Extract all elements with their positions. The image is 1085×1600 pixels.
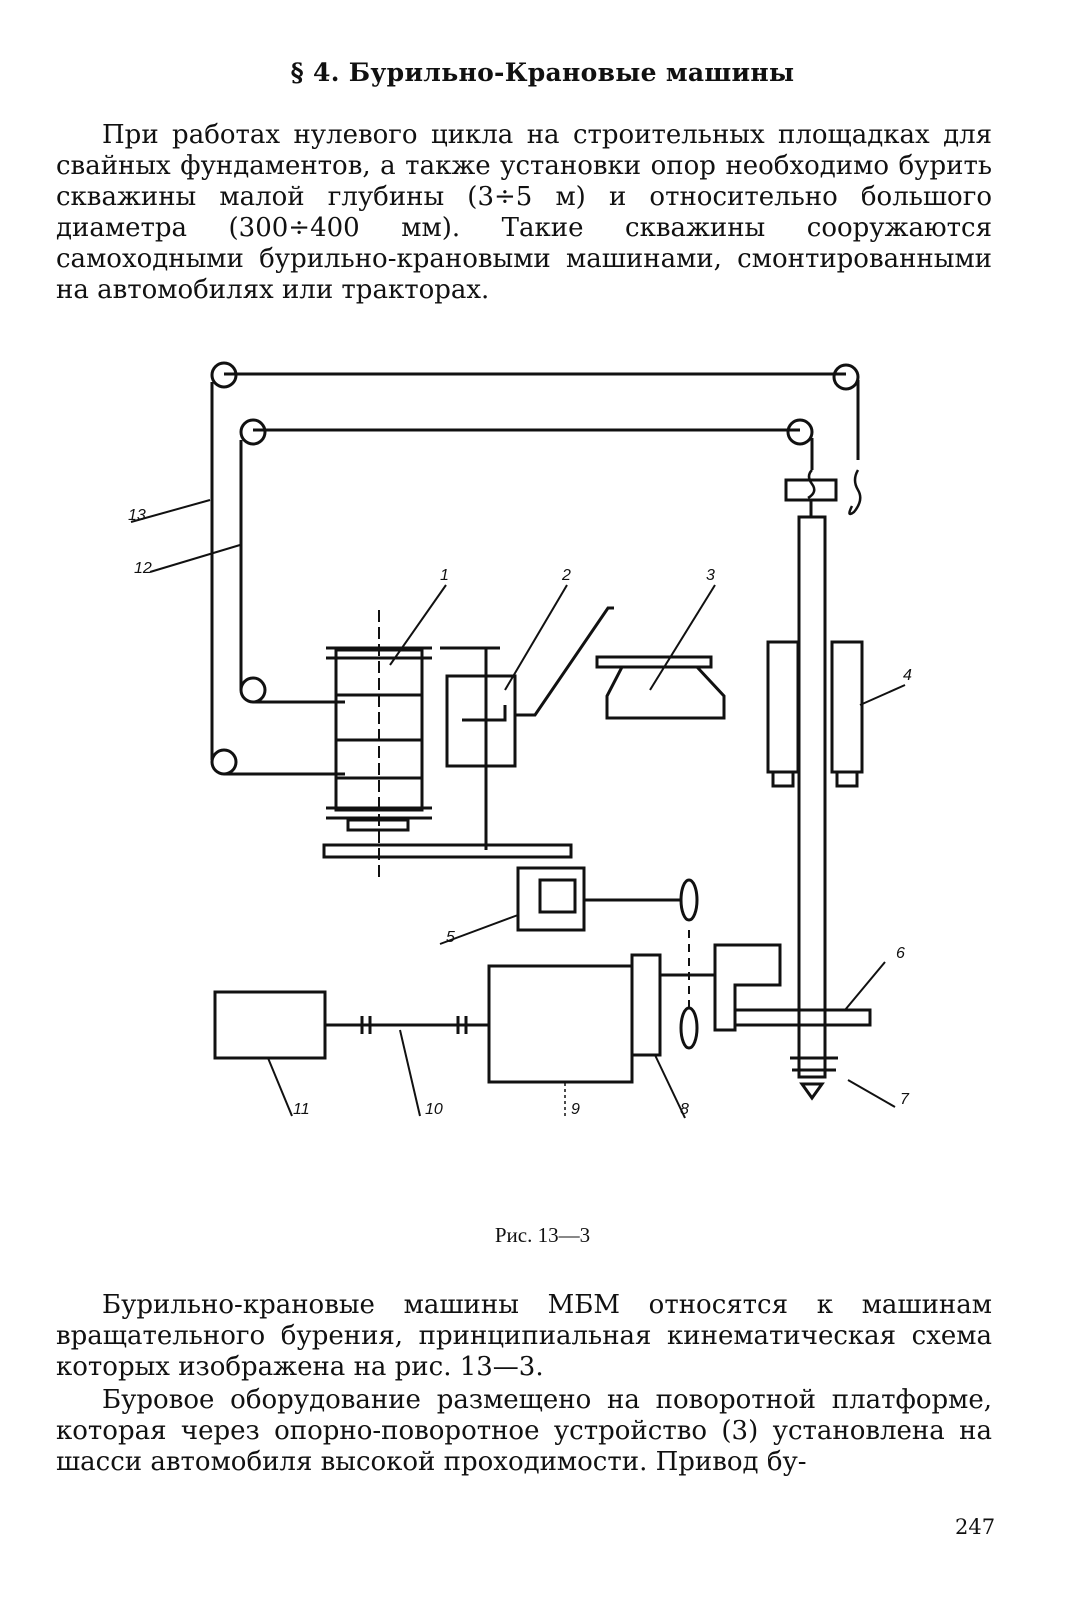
cylinder-right [830, 640, 864, 774]
pulley-bottom-left-inner [239, 676, 267, 704]
label-4: 4 [903, 667, 912, 684]
label-1: 1 [440, 567, 449, 584]
pulley-top-left-outer [210, 361, 238, 389]
drive-shaft [322, 843, 573, 859]
label-2: 2 [561, 567, 571, 584]
label-5: 5 [446, 929, 455, 946]
label-7: 7 [900, 1091, 910, 1108]
figure-caption: Рис. 13—3 [494, 1223, 591, 1247]
cardan-shaft [325, 1016, 489, 1034]
label-13: 13 [128, 507, 146, 524]
paragraph-3: Буровое оборудование размещено на поворо… [56, 1385, 992, 1477]
kelly-bar [797, 515, 827, 1079]
pulley-top-right-inner [786, 418, 814, 446]
pulley-bottom-left-outer [210, 748, 238, 776]
rope-12 [239, 428, 814, 690]
page-number: 247 [955, 1515, 996, 1539]
auger [790, 1056, 838, 1101]
paragraph-2: Бурильно-крановые машины МБМ относятся к… [56, 1290, 992, 1382]
label-8: 8 [680, 1101, 689, 1118]
slewing-ring [605, 665, 726, 720]
label-9: 9 [571, 1101, 580, 1118]
kinematic-diagram: 13 12 1 2 3 4 5 6 7 8 9 10 11 [128, 361, 912, 1119]
intro-paragraph: При работах нулевого цикла на строительн… [56, 120, 992, 305]
control-box [213, 990, 327, 1060]
hook-right [848, 469, 862, 516]
rotator [713, 943, 782, 1032]
pulley-top-right-outer [832, 363, 860, 391]
gearbox [445, 674, 517, 768]
gearbox-8 [630, 953, 662, 1057]
hook-left [807, 469, 816, 500]
label-3: 3 [706, 567, 715, 584]
label-12: 12 [134, 560, 152, 577]
rope-13 [210, 372, 860, 760]
section-heading: § 4. Бурильно-Крановые машины [290, 58, 795, 87]
pulley-top-left-inner [239, 418, 267, 446]
engine [487, 964, 634, 1084]
label-10: 10 [425, 1101, 443, 1118]
label-11: 11 [293, 1101, 310, 1118]
label-6: 6 [896, 945, 905, 962]
cylinder-left [766, 640, 800, 774]
